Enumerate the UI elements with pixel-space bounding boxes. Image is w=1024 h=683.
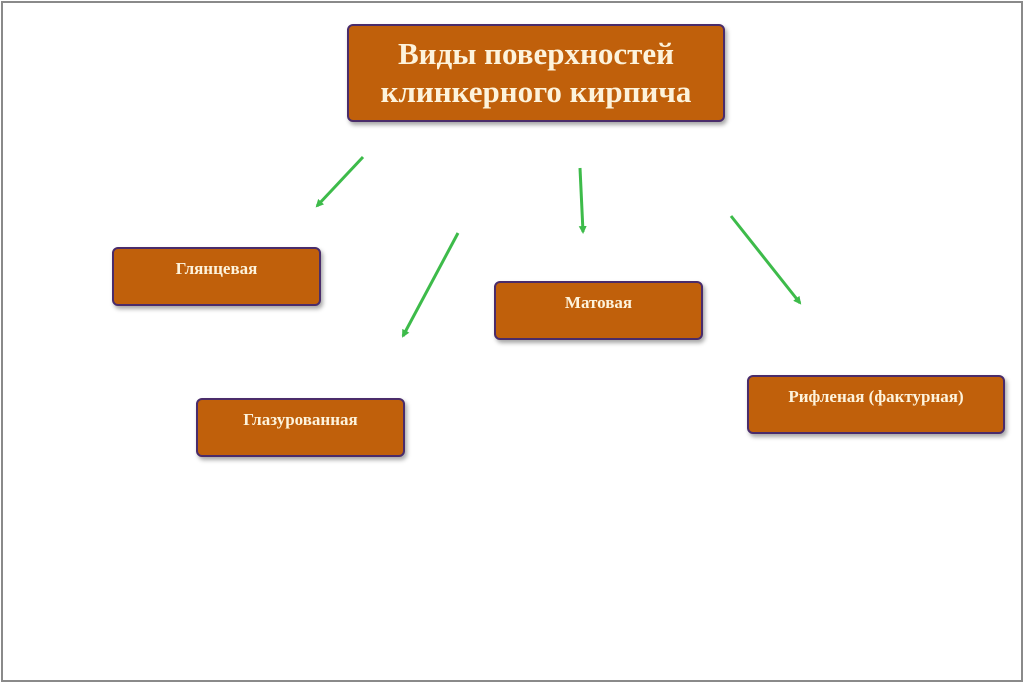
node-textured: Рифленая (фактурная): [747, 375, 1005, 434]
arrow-glazed: [401, 232, 460, 338]
node-glossy: Глянцевая: [112, 247, 321, 306]
diagram-title: Виды поверхностей клинкерного кирпича: [347, 24, 725, 122]
node-glazed: Глазурованная: [196, 398, 405, 457]
node-matte: Матовая: [494, 281, 703, 340]
arrow-matte: [578, 167, 587, 234]
arrow-glossy: [315, 155, 365, 208]
arrow-textured: [729, 215, 802, 305]
